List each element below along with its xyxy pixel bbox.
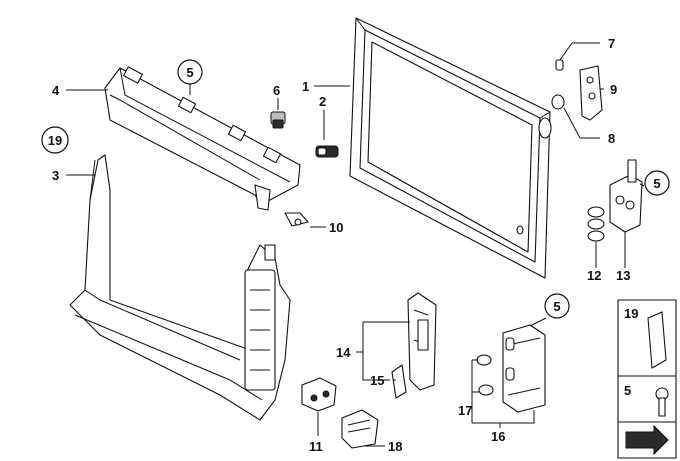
label-14: 14 [336,345,351,360]
label-5-inset: 5 [624,383,631,398]
label-18: 18 [388,439,402,454]
label-19-inset: 19 [624,306,638,321]
support-bracket [301,377,337,412]
temperature-sensor [315,145,339,158]
leader-lines [66,42,645,447]
label-5-top: 5 [186,65,193,80]
inset-panel [617,299,677,459]
label-17: 17 [458,403,472,418]
expansion-tank [609,159,643,233]
callout-5-right: 5 [644,170,670,196]
o-rings [476,354,494,396]
label-7: 7 [608,36,615,51]
upper-carrier-rail [104,66,301,211]
label-4: 4 [52,83,60,98]
label-1: 1 [302,79,309,94]
foam-element [341,409,379,449]
label-12: 12 [587,268,601,283]
label-15: 15 [370,373,384,388]
label-10: 10 [329,220,343,235]
small-bracket [391,364,407,399]
bracket-9 [579,65,603,121]
seal-rings [587,206,605,242]
label-13: 13 [616,268,630,283]
mounting-clip [284,212,309,227]
callout-5-top: 5 [177,59,203,85]
label-2: 2 [319,94,326,109]
label-6: 6 [273,83,280,98]
label-5-right: 5 [653,176,660,191]
radiator [349,17,552,279]
callout-19-main: 19 [41,126,69,154]
side-bracket [407,292,437,391]
bleed-plug [270,111,286,129]
cap-8 [551,94,565,110]
callout-5-bottom: 5 [544,293,570,319]
label-9: 9 [610,82,617,97]
label-5-bottom: 5 [553,299,560,314]
plug-7 [555,59,564,71]
label-3: 3 [52,168,59,183]
label-16: 16 [491,429,505,444]
label-8: 8 [608,131,615,146]
front-frame [69,154,291,421]
label-11: 11 [309,439,323,454]
oil-cooler [502,324,546,413]
label-19-main: 19 [48,133,62,148]
